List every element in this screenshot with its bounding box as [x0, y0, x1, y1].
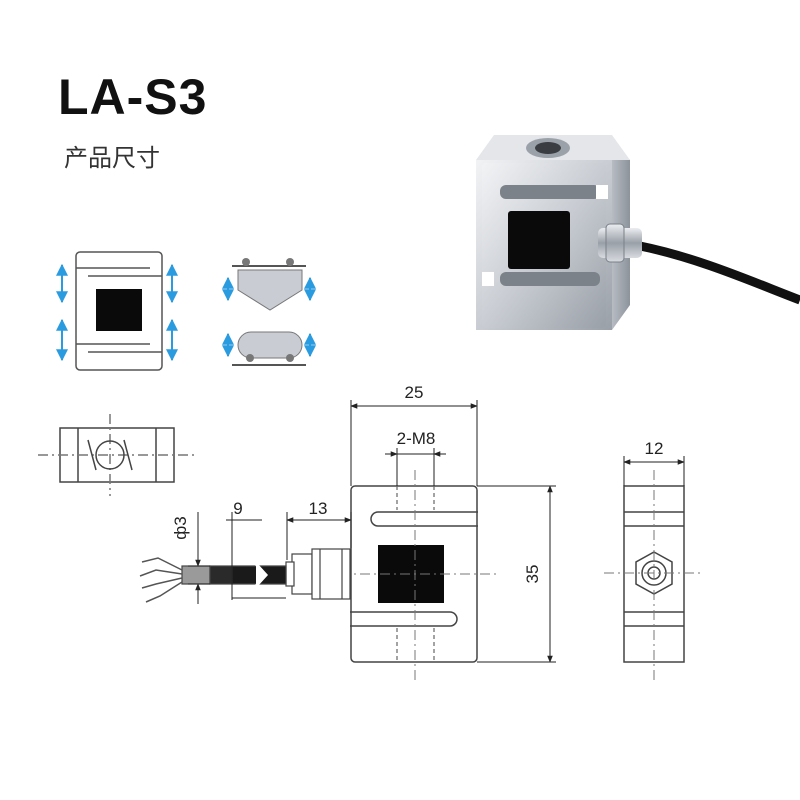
front-view-drawing [340, 470, 500, 680]
side-view-drawing [604, 470, 704, 680]
dim-diameter-label: ф3 [171, 516, 190, 539]
dim-height-label: 35 [523, 565, 542, 584]
load-direction-diagram [56, 251, 178, 371]
dim-strip-label: 9 [233, 499, 242, 518]
dim-gland-label: 13 [309, 499, 328, 518]
cable [639, 241, 800, 305]
product-photo [476, 135, 800, 330]
gauge-block [508, 211, 570, 269]
top-view-drawing [38, 414, 196, 496]
cable-assembly-drawing [139, 548, 351, 603]
dim-thread-label: 2-M8 [397, 429, 436, 448]
model-title: LA-S3 [58, 69, 208, 125]
dimension-caption: 产品尺寸 [64, 144, 160, 172]
dimension-lines [188, 400, 685, 663]
mounting-diagram [222, 258, 316, 366]
dim-depth-label: 12 [645, 439, 664, 458]
dim-width-label: 25 [405, 383, 424, 402]
